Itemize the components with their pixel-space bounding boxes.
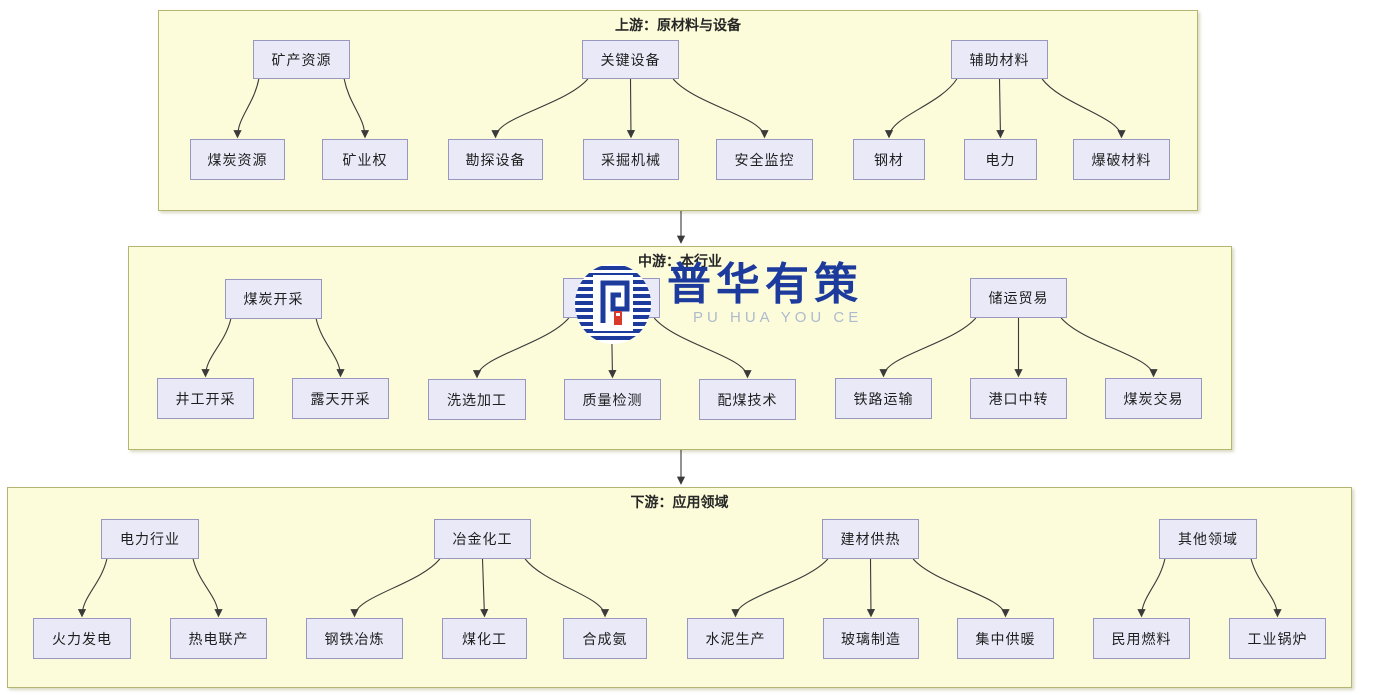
- connector-arrow: [626, 78, 636, 139]
- diagram-node-xixuan: 洗选加工: [428, 379, 526, 420]
- diagram-node-anquan: 安全监控: [716, 139, 813, 180]
- diagram-node-hechengan: 合成氨: [563, 618, 647, 659]
- diagram-node-meitanjiaoyi: 煤炭交易: [1105, 378, 1202, 419]
- diagram-node-fuzhu: 辅助材料: [951, 40, 1048, 79]
- diagram-node-kuangyequan: 矿业权: [322, 139, 408, 180]
- section-label-downstream: 下游：应用领域: [630, 494, 729, 510]
- diagram-node-tielu: 铁路运输: [835, 378, 932, 419]
- connector-arrow: [472, 317, 570, 379]
- diagram-node-zhiliang: 质量检测: [564, 379, 661, 420]
- connector-arrow: [491, 78, 589, 139]
- diagram-node-gangtie: 钢铁冶炼: [306, 618, 403, 659]
- diagram-node-qita: 其他领域: [1159, 519, 1257, 559]
- connector-arrow: [731, 558, 829, 618]
- diagram-node-boli: 玻璃制造: [823, 618, 919, 659]
- connector-arrow: [192, 558, 223, 618]
- diagram-node-chuyun: 储运贸易: [970, 278, 1067, 318]
- diagram-node-redian: 热电联产: [170, 618, 267, 659]
- diagram-node-minyong: 民用燃料: [1093, 618, 1190, 659]
- diagram-node-meitanziyuan: 煤炭资源: [190, 139, 285, 180]
- connector-arrow: [884, 78, 958, 139]
- diagram-node-caijue: 采掘机械: [583, 139, 679, 180]
- section-label-midstream: 中游：本行业: [638, 253, 722, 269]
- connector-arrow: [201, 318, 232, 378]
- diagram-node-huoli: 火力发电: [33, 618, 131, 659]
- connector-arrow: [1250, 558, 1282, 618]
- connector-arrow: [672, 78, 769, 139]
- connector-arrow: [233, 78, 260, 139]
- diagram-node-gongye: 工业锅炉: [1229, 618, 1326, 659]
- puhuayouce-logo-icon: [575, 264, 651, 344]
- diagram-node-kuangchan: 矿产资源: [253, 40, 350, 79]
- diagram-node-jizhong: 集中供暖: [957, 618, 1054, 659]
- connector-arrow: [866, 558, 876, 618]
- connector-arrow: [1060, 317, 1158, 378]
- connector-arrow: [77, 558, 108, 618]
- diagram-node-jiancai: 建材供热: [822, 519, 919, 559]
- watermark-logo: 普华有策 PU HUA YOU CE: [573, 263, 863, 345]
- connector-arrow: [524, 558, 610, 618]
- diagram-node-gangcai: 钢材: [853, 139, 925, 180]
- diagram-node-lutian: 露天开采: [292, 378, 389, 419]
- diagram-node-meitankai: 煤炭开采: [225, 279, 322, 319]
- watermark-title: 普华有策: [667, 260, 863, 309]
- diagram-node-guanjian: 关键设备: [582, 40, 679, 79]
- connector-arrow: [996, 78, 1005, 139]
- connector-arrow: [1137, 558, 1166, 618]
- watermark-subtitle: PU HUA YOU CE: [693, 309, 863, 326]
- diagram-node-yejin: 冶金化工: [434, 519, 531, 559]
- connector-arrow: [912, 558, 1010, 618]
- connector-arrow: [315, 318, 345, 378]
- diagram-node-baopo: 爆破材料: [1073, 139, 1170, 180]
- connector-arrow: [879, 317, 977, 378]
- connector-arrow: [653, 317, 752, 379]
- section-label-upstream: 上游：原材料与设备: [615, 17, 741, 33]
- diagram-node-dianli: 电力: [964, 139, 1037, 180]
- diagram-node-kantan: 勘探设备: [448, 139, 543, 180]
- connector-arrow: [343, 78, 370, 139]
- watermark-text: 普华有策 PU HUA YOU CE: [667, 260, 863, 327]
- diagram-node-dianlihangye: 电力行业: [101, 519, 199, 559]
- connector-arrow: [480, 558, 489, 618]
- connector-arrow: [1041, 78, 1126, 139]
- diagram-node-peimei: 配煤技术: [699, 379, 796, 420]
- diagram-node-shuini: 水泥生产: [687, 618, 784, 659]
- diagram-node-gangkou: 港口中转: [970, 378, 1067, 419]
- diagram-node-jinggong: 井工开采: [157, 378, 254, 419]
- diagram-node-meihuagong: 煤化工: [442, 618, 527, 659]
- connector-arrow: [350, 558, 441, 618]
